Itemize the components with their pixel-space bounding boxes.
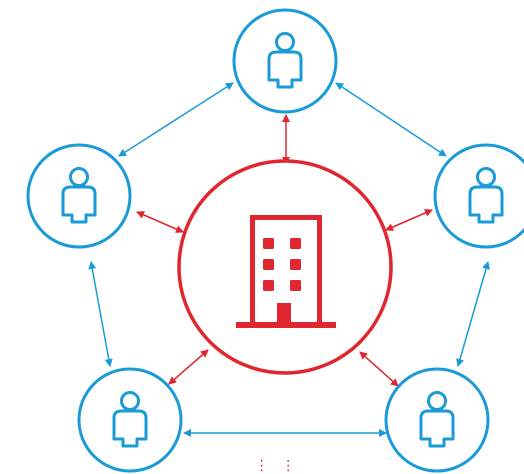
person-node-upper-right xyxy=(433,143,524,249)
center-node xyxy=(177,159,393,375)
connector-top-upper-right xyxy=(335,82,447,157)
person-node-upper-left xyxy=(26,143,132,249)
connector-top-upper-left xyxy=(118,82,234,157)
continuation-marker: ⋮ ⋮ xyxy=(255,458,299,474)
connector-upper-right-lower-right xyxy=(456,261,490,367)
connector-lower-right-center xyxy=(359,351,399,387)
connector-lower-left-center xyxy=(168,349,209,385)
connector-upper-left-center xyxy=(136,211,184,233)
person-icon xyxy=(419,391,455,448)
peer-connections xyxy=(88,82,490,437)
person-icon xyxy=(61,167,97,224)
center-connections xyxy=(136,114,433,387)
connector-upper-right-center xyxy=(385,209,433,231)
person-icon xyxy=(112,391,148,448)
connector-upper-left-lower-left xyxy=(88,261,113,367)
person-node-lower-left xyxy=(77,367,183,473)
person-icon xyxy=(267,32,303,89)
person-icon xyxy=(468,167,504,224)
person-node-top xyxy=(232,8,338,114)
person-node-lower-right xyxy=(384,367,490,473)
office-building-icon xyxy=(236,215,336,328)
